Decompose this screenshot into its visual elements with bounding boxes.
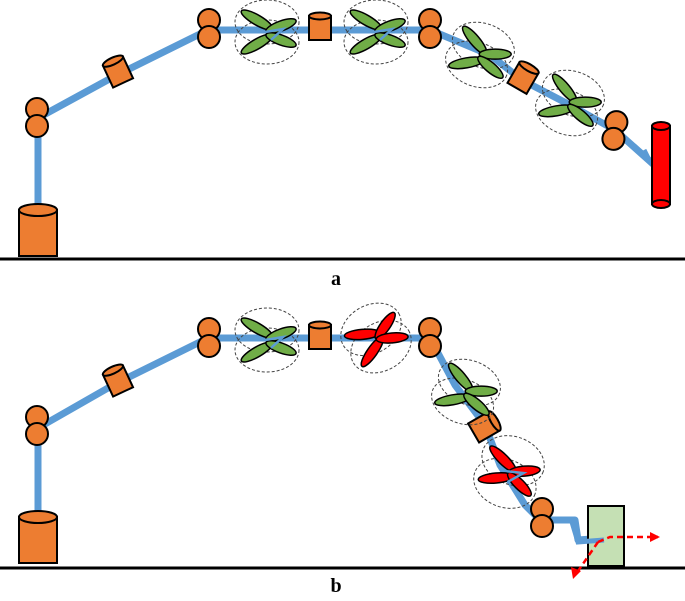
joint-5-b: [418, 317, 442, 358]
panel-label-a: a: [331, 268, 341, 290]
force-arrow-down: [571, 541, 600, 579]
propeller-unit-2-b: [340, 302, 412, 374]
propeller-unit-3-a: [445, 21, 515, 89]
propeller-unit-1-a: [234, 0, 300, 65]
arm-links-a: [34, 26, 665, 215]
joint-1-b: [25, 405, 49, 446]
gripper-bracket-b: [569, 521, 605, 545]
panel-b: [0, 302, 685, 579]
panel-label-b: b: [330, 575, 342, 597]
joint-7-b: [530, 497, 554, 538]
joint-1-a: [25, 97, 49, 138]
joint-7-a: [599, 108, 631, 153]
propeller-unit-2-a: [343, 0, 409, 65]
joint-4-b: [308, 320, 332, 350]
joint-3-b: [197, 317, 221, 358]
base-joint-a: [18, 203, 58, 257]
joint-5-a: [418, 8, 442, 49]
base-joint-b: [18, 510, 58, 564]
propeller-unit-4-a: [535, 69, 605, 137]
propeller-unit-3-b: [431, 358, 501, 426]
joint-3-a: [197, 8, 221, 49]
joint-4-a: [308, 11, 332, 41]
force-arrow-right: [597, 532, 660, 544]
propeller-unit-1-b: [234, 307, 300, 373]
panel-a: [0, 0, 685, 261]
propeller-unit-4-b: [473, 435, 545, 509]
red-cylinder-a: [651, 121, 671, 209]
